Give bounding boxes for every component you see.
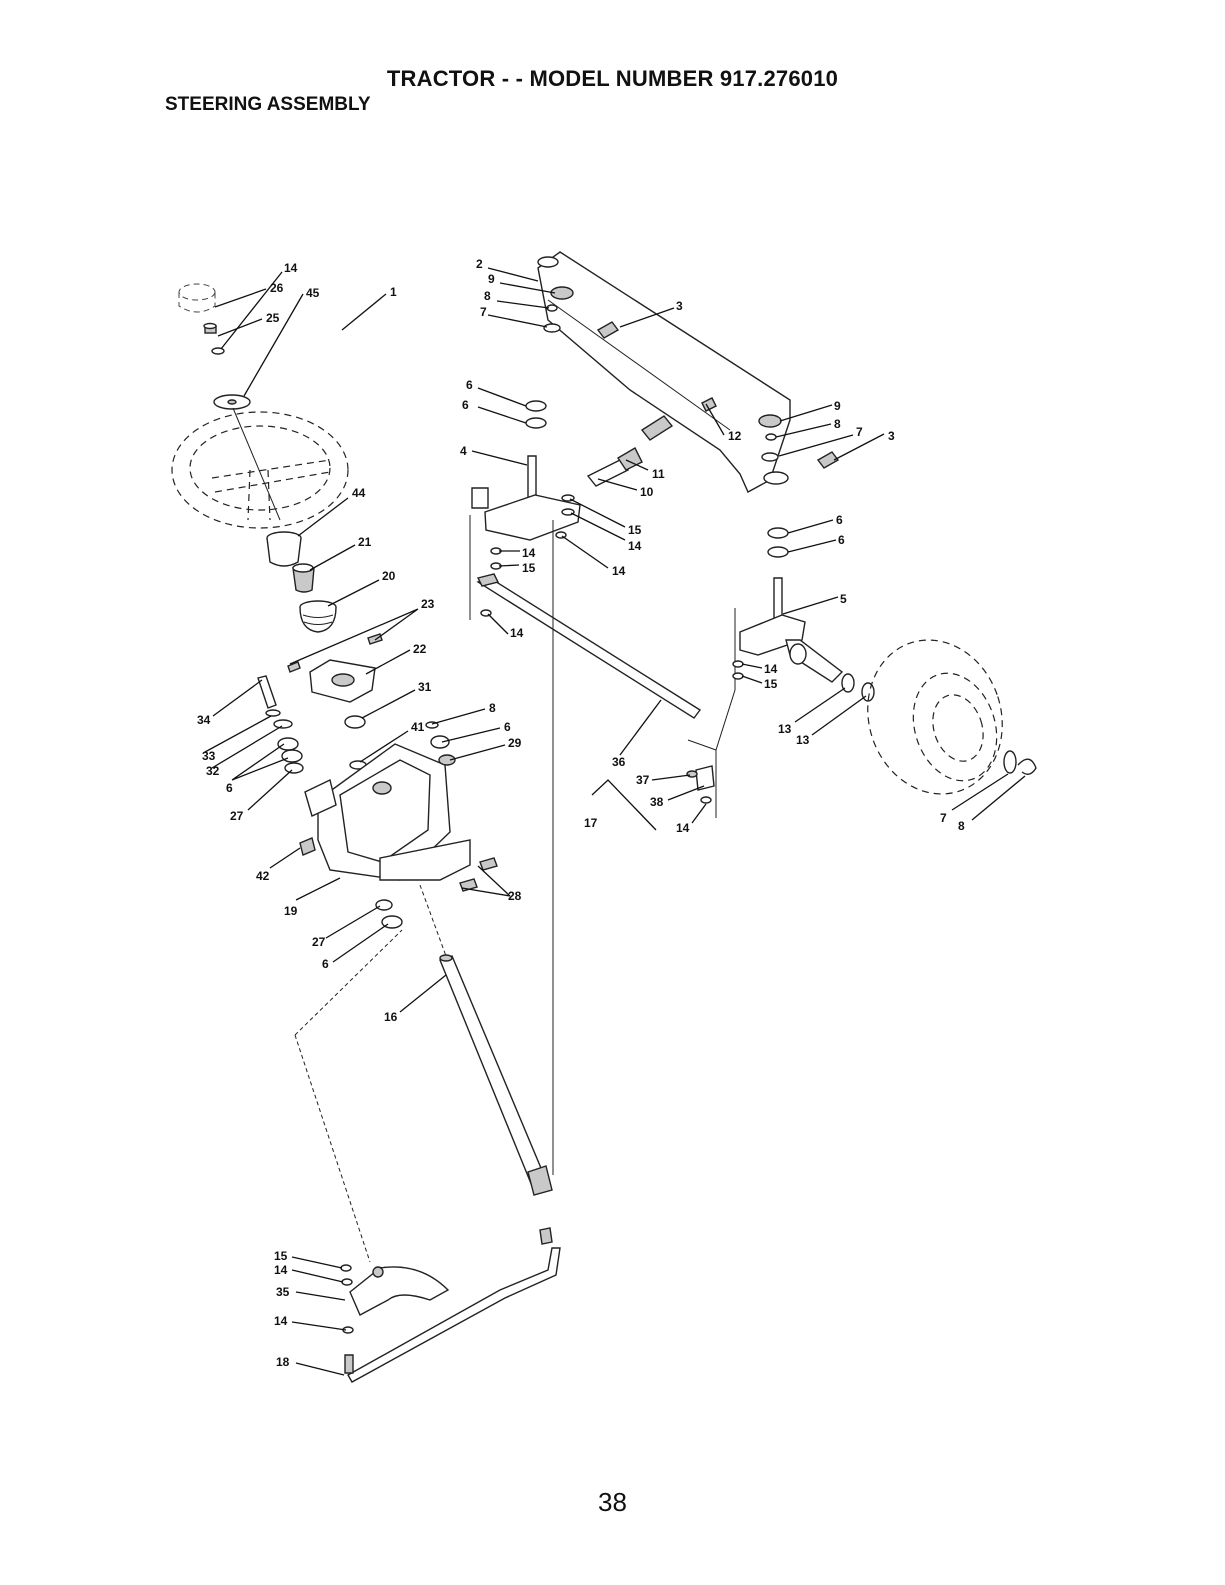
callout-12: 12 [728, 429, 742, 443]
steering-shaft-16 [440, 955, 552, 1195]
callout-8: 8 [958, 819, 965, 833]
callout-18: 18 [276, 1355, 290, 1369]
callout-14: 14 [274, 1314, 288, 1328]
callout-31: 31 [418, 680, 432, 694]
flange-bearing-22 [310, 660, 375, 702]
callout-8: 8 [489, 701, 496, 715]
nut-25 [204, 324, 216, 334]
washer-45 [214, 395, 250, 409]
callout-10: 10 [640, 485, 654, 499]
construction-lines-right [470, 515, 735, 1175]
callout-37: 37 [636, 773, 650, 787]
callout-6: 6 [838, 533, 845, 547]
callout-5: 5 [840, 592, 847, 606]
callout-45: 45 [306, 286, 320, 300]
callout-7: 7 [856, 425, 863, 439]
callout-19: 19 [284, 904, 298, 918]
callout-17: 17 [584, 816, 598, 830]
callout-33: 33 [202, 749, 216, 763]
callout-27: 27 [230, 809, 244, 823]
washers-6-left [526, 401, 546, 428]
callout-7: 7 [480, 305, 487, 319]
callout-13: 13 [778, 722, 792, 736]
callout-15: 15 [274, 1249, 288, 1263]
washer-7-retainer-8-wheel [1004, 751, 1036, 774]
lock-washer-14-top [212, 348, 224, 354]
callout-32: 32 [206, 764, 220, 778]
steering-wheel-1 [172, 408, 348, 528]
callout-14: 14 [764, 662, 778, 676]
callout-8: 8 [834, 417, 841, 431]
callout-29: 29 [508, 736, 522, 750]
steering-cap-26 [179, 284, 215, 312]
callout-20: 20 [382, 569, 396, 583]
adapter-21 [293, 564, 314, 592]
callout-13: 13 [796, 733, 810, 747]
bolt-34-stack [258, 676, 303, 773]
callout-14: 14 [510, 626, 524, 640]
callout-9: 9 [488, 272, 495, 286]
callout-6: 6 [504, 720, 511, 734]
callout-14: 14 [522, 546, 536, 560]
bolt-11-10 [588, 448, 642, 486]
callout-11: 11 [652, 467, 665, 481]
page-number: 38 [0, 1487, 1225, 1518]
callout-3: 3 [676, 299, 683, 313]
callout-6: 6 [226, 781, 233, 795]
callout-28: 28 [508, 889, 522, 903]
callout-14: 14 [628, 539, 642, 553]
washers-6-right [768, 528, 788, 557]
callout-3: 3 [888, 429, 895, 443]
callout-15: 15 [628, 523, 642, 537]
callout-14: 14 [676, 821, 690, 835]
callout-6: 6 [322, 957, 329, 971]
axle-2 [538, 252, 790, 492]
callout-41: 41 [411, 720, 425, 734]
bolt-42 [300, 838, 315, 855]
callout-4: 4 [460, 444, 467, 458]
callout-16: 16 [384, 1010, 398, 1024]
callout-9: 9 [834, 399, 841, 413]
callout-35: 35 [276, 1285, 290, 1299]
tie-rod-end-37-38 [687, 766, 714, 803]
callout-8: 8 [484, 289, 491, 303]
callout-2: 2 [476, 257, 483, 271]
callout-14: 14 [612, 564, 626, 578]
callout-6: 6 [466, 378, 473, 392]
callout-15: 15 [764, 677, 778, 691]
callout-21: 21 [358, 535, 372, 549]
callout-14: 14 [274, 1263, 288, 1277]
sector-gear-35 [350, 1267, 448, 1315]
callout-15: 15 [522, 561, 536, 575]
callout-42: 42 [256, 869, 270, 883]
tie-rod-36 [478, 574, 700, 718]
front-tire [848, 622, 1022, 811]
callout-22: 22 [413, 642, 427, 656]
callout-1: 1 [390, 285, 397, 299]
callout-44: 44 [352, 486, 366, 500]
boot-20 [300, 601, 336, 632]
callout-27: 27 [312, 935, 326, 949]
callout-26: 26 [270, 281, 284, 295]
bushing-44 [267, 532, 301, 566]
callout-36: 36 [612, 755, 626, 769]
bearing-27-washer-6-lower [376, 900, 402, 928]
callout-7: 7 [940, 811, 947, 825]
callout-23: 23 [421, 597, 435, 611]
callout-25: 25 [266, 311, 280, 325]
callout-6: 6 [836, 513, 843, 527]
callout-14: 14 [284, 261, 298, 275]
callout-6: 6 [462, 398, 469, 412]
callout-34: 34 [197, 713, 211, 727]
callout-38: 38 [650, 795, 664, 809]
